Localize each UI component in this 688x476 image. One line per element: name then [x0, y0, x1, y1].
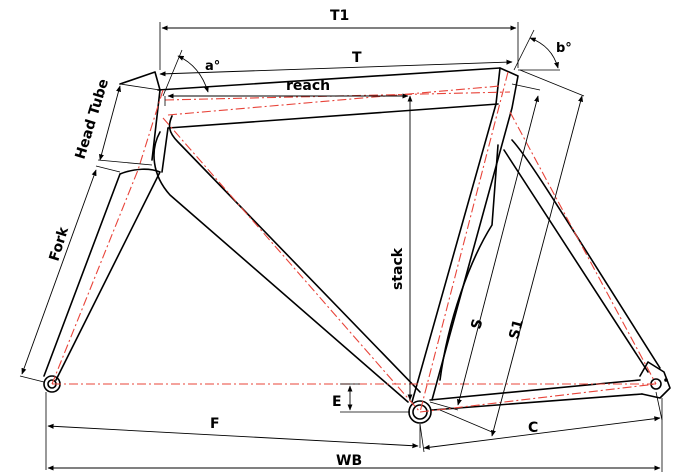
- s1-dimension: [491, 95, 583, 437]
- fork-dimension: [21, 169, 97, 375]
- reach-label: reach: [286, 78, 330, 94]
- head-tube-dimension: [99, 85, 121, 161]
- t-dimension: [159, 59, 513, 77]
- seat-stays: [439, 139, 661, 381]
- dimension-labels: T1 T reach a° b° Head Tube Fork stack S …: [47, 8, 572, 469]
- top-tube-centerline-2: [167, 85, 501, 116]
- b-angle-reference: [513, 29, 560, 71]
- down-tube-centerline: [162, 117, 421, 413]
- f-dimension: [47, 423, 419, 449]
- frame-outline: [43, 67, 671, 424]
- rear-axle-bolt: [664, 378, 668, 382]
- head-tube-label: Head Tube: [73, 77, 113, 161]
- c-label: C: [528, 420, 538, 436]
- stack-label: stack: [390, 247, 406, 290]
- head-tube-extension: [97, 83, 161, 166]
- b-angle-arc: [529, 37, 559, 69]
- t-label: T: [352, 50, 362, 66]
- e-label: E: [332, 394, 342, 410]
- top-tube: [157, 67, 501, 129]
- f-label: F: [210, 416, 220, 432]
- s-dimension: [456, 95, 540, 406]
- down-tube: [153, 115, 421, 403]
- head-tube: [119, 71, 169, 173]
- f-extension: [45, 392, 421, 470]
- fork-extension: [19, 165, 121, 383]
- wb-label: WB: [336, 453, 362, 469]
- c-dimension: [423, 416, 661, 450]
- s-label: S: [468, 317, 486, 331]
- fork-label: Fork: [47, 225, 73, 264]
- b-angle-label: b°: [556, 41, 572, 56]
- c-extension: [419, 391, 663, 453]
- a-angle-label: a°: [205, 59, 220, 74]
- t1-label: T1: [330, 8, 349, 24]
- center-lines: [51, 71, 657, 413]
- dimension-lines: [19, 22, 663, 472]
- e-extension: [340, 383, 410, 413]
- bottom-bracket-inner: [412, 404, 428, 420]
- seat-stay-centerline: [509, 111, 657, 385]
- a-angle-arc: [177, 55, 209, 93]
- chain-stay-centerline: [419, 383, 657, 413]
- s1-extension: [439, 69, 585, 433]
- s1-label: S1: [506, 318, 527, 341]
- fork-blades: [43, 168, 161, 381]
- seat-tube-centerline: [419, 71, 509, 413]
- s-extension: [429, 83, 541, 411]
